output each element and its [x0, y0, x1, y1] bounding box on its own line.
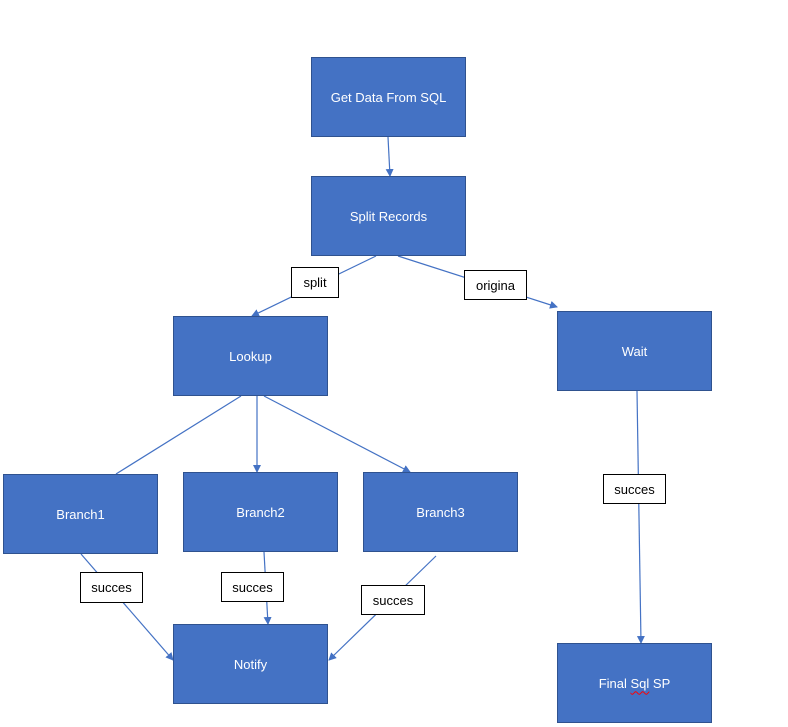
edge-label-branch1-success[interactable]: succes	[80, 572, 143, 603]
branch2-label: Branch2	[236, 504, 285, 520]
edge-lookup-to-branch3	[263, 395, 411, 473]
final-sql-sp-prefix: Final	[598, 675, 631, 691]
edge-label-branch3-success[interactable]: succes	[361, 585, 425, 615]
wait-label: Wait	[621, 343, 648, 359]
edge-lookup-to-branch1	[115, 395, 242, 475]
edge-label-wait-success-text: succes	[614, 481, 655, 497]
edge-label-wait-success[interactable]: succes	[603, 474, 666, 504]
branch3-label: Branch3	[416, 504, 465, 520]
wait-node[interactable]: Wait	[557, 311, 712, 391]
get-data-from-sql-label: Get Data From SQL	[330, 89, 447, 105]
final-sql-sp-label: Final Sql SP	[599, 676, 671, 691]
lookup-node[interactable]: Lookup	[173, 316, 328, 396]
edge-label-original-text: origina	[475, 277, 516, 293]
edge-label-original[interactable]: origina	[464, 270, 527, 300]
edge-label-branch1-success-text: succes	[91, 580, 132, 595]
branch2-node[interactable]: Branch2	[183, 472, 338, 552]
notify-node[interactable]: Notify	[173, 624, 328, 704]
edge-label-branch3-success-text: succes	[372, 592, 414, 608]
edge-get-data-to-split-records	[385, 136, 394, 177]
final-sql-sp-spellcheck-word: Sql	[630, 675, 650, 691]
edge-label-branch2-success-text: succes	[232, 579, 273, 595]
final-sql-sp-node[interactable]: Final Sql SP	[557, 643, 712, 723]
edge-label-split-text: split	[303, 275, 327, 290]
notify-label: Notify	[233, 656, 268, 672]
split-records-node[interactable]: Split Records	[311, 176, 466, 256]
split-records-label: Split Records	[349, 208, 428, 224]
get-data-from-sql-node[interactable]: Get Data From SQL	[311, 57, 466, 137]
final-sql-sp-suffix: SP	[649, 675, 671, 691]
edge-wait-to-final-sql-sp	[636, 390, 645, 644]
branch1-label: Branch1	[56, 506, 105, 522]
edge-branch1-to-notify	[80, 553, 174, 661]
branch1-node[interactable]: Branch1	[3, 474, 158, 554]
edge-label-branch2-success[interactable]: succes	[221, 572, 284, 602]
lookup-label: Lookup	[229, 348, 272, 364]
branch3-node[interactable]: Branch3	[363, 472, 518, 552]
edge-label-split[interactable]: split	[291, 267, 339, 298]
